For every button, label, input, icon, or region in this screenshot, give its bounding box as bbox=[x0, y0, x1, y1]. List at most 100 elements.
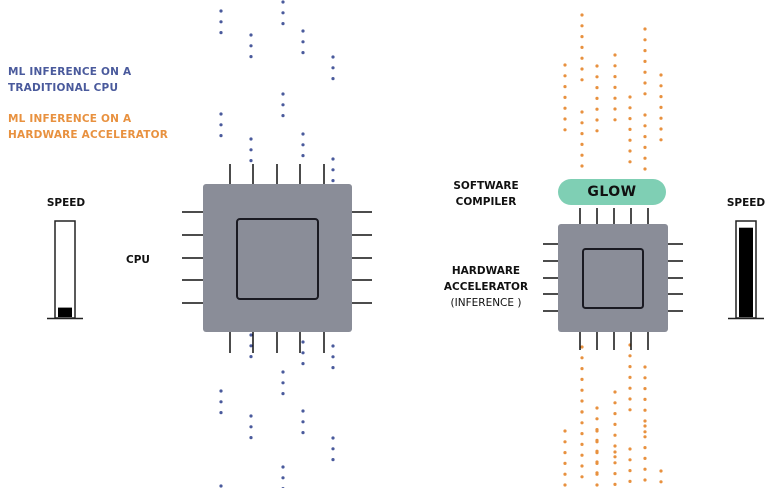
accelerator-data-dot bbox=[628, 127, 632, 131]
accelerator-data-dot bbox=[595, 129, 599, 133]
accelerator-data-dot bbox=[628, 138, 632, 142]
hardware-accelerator-label: HARDWARE ACCELERATOR (INFERENCE ) bbox=[432, 263, 540, 311]
left-speed-label: SPEED bbox=[46, 197, 86, 209]
accelerator-data-dot bbox=[643, 27, 647, 31]
accelerator-data-dot bbox=[563, 128, 567, 132]
accelerator-data-dot bbox=[628, 397, 632, 401]
cpu-data-dot bbox=[219, 112, 223, 116]
cpu-data-dot bbox=[301, 132, 305, 136]
accelerator-data-dot bbox=[643, 435, 647, 439]
accelerator-data-dot bbox=[628, 149, 632, 153]
accelerator-data-dot bbox=[563, 461, 567, 465]
cpu-data-dot bbox=[331, 55, 335, 59]
accelerator-data-dot bbox=[563, 451, 567, 455]
cpu-data-dot bbox=[281, 114, 285, 118]
accelerator-data-dot bbox=[643, 167, 647, 171]
cpu-data-dot bbox=[301, 154, 305, 158]
accelerator-data-dot bbox=[563, 440, 567, 444]
cpu-data-dot bbox=[219, 30, 223, 35]
accelerator-data-dot bbox=[643, 81, 647, 85]
cpu-data-dot bbox=[301, 143, 305, 147]
accelerator-data-dot bbox=[643, 424, 647, 428]
accelerator-data-dot bbox=[643, 408, 647, 412]
accelerator-data-dot bbox=[643, 124, 647, 128]
accelerator-data-dot bbox=[643, 430, 647, 434]
cpu-data-dot bbox=[331, 77, 335, 81]
accelerator-data-dot bbox=[628, 469, 632, 473]
glow-compiler-pill bbox=[558, 179, 666, 205]
cpu-data-dot bbox=[281, 0, 285, 4]
accelerator-data-dot bbox=[628, 447, 632, 451]
accelerator-data-dot bbox=[580, 67, 584, 71]
cpu-data-dot bbox=[249, 425, 253, 429]
accelerator-data-dot bbox=[659, 84, 663, 88]
hardware-accelerator-line3: (INFERENCE ) bbox=[450, 297, 522, 309]
accelerator-data-dot bbox=[563, 106, 567, 110]
cpu-data-dot bbox=[219, 400, 223, 404]
software-compiler-line2: COMPILER bbox=[455, 196, 517, 208]
cpu-data-dot bbox=[219, 389, 223, 393]
cpu-data-dot bbox=[301, 40, 305, 44]
cpu-data-dot bbox=[301, 409, 305, 413]
cpu-data-dot bbox=[249, 159, 253, 163]
accelerator-data-dot bbox=[595, 406, 599, 410]
cpu-data-dot bbox=[301, 29, 305, 33]
accelerator-data-dot bbox=[580, 345, 584, 349]
cpu-data-dot bbox=[249, 355, 253, 359]
accelerator-data-dot bbox=[613, 412, 617, 416]
accelerator-data-dot bbox=[580, 410, 584, 414]
cpu-data-dot bbox=[331, 66, 335, 70]
accelerator-data-dot bbox=[580, 13, 584, 17]
accelerator-data-dot bbox=[628, 408, 632, 412]
cpu-data-dot bbox=[281, 92, 285, 96]
accelerator-chip-die bbox=[582, 248, 644, 309]
accelerator-data-dot bbox=[613, 401, 617, 405]
accelerator-chip bbox=[543, 208, 683, 350]
cpu-data-dot bbox=[331, 168, 335, 172]
cpu-data-dot bbox=[219, 9, 223, 13]
accelerator-data-dot bbox=[659, 469, 663, 473]
accelerator-data-dot bbox=[628, 95, 632, 99]
accelerator-data-dot bbox=[580, 153, 584, 157]
cpu-pins bbox=[182, 164, 372, 353]
accelerator-data-dot bbox=[580, 45, 584, 50]
accelerator-data-dot bbox=[643, 419, 647, 423]
cpu-data-dot bbox=[281, 465, 285, 469]
accelerator-data-dot bbox=[563, 63, 567, 67]
accelerator-data-dot bbox=[613, 444, 617, 448]
hardware-accelerator-line1: HARDWARE bbox=[451, 265, 521, 277]
accelerator-data-dot bbox=[628, 365, 632, 369]
cpu-data-dot bbox=[331, 179, 335, 183]
accelerator-data-dot bbox=[595, 451, 599, 455]
accelerator-data-dot bbox=[628, 386, 632, 390]
accelerator-data-dot bbox=[659, 127, 663, 131]
cpu-data-dot bbox=[331, 458, 335, 462]
accelerator-data-dot bbox=[580, 142, 584, 146]
accelerator-data-dot bbox=[580, 367, 584, 371]
cpu-data-dot bbox=[281, 392, 285, 396]
left-speed-meter-fill bbox=[58, 307, 72, 317]
accelerator-data-dot bbox=[580, 432, 584, 436]
accelerator-data-dot bbox=[580, 453, 584, 457]
cpu-label: CPU bbox=[126, 254, 150, 266]
accelerator-data-dot bbox=[563, 85, 567, 89]
cpu-data-dot bbox=[301, 420, 305, 424]
accelerator-data-dots bbox=[563, 13, 663, 487]
cpu-data-dot bbox=[301, 351, 305, 355]
accelerator-data-dot bbox=[563, 117, 567, 121]
cpu-data-dot bbox=[219, 20, 223, 24]
accelerator-data-dot bbox=[613, 96, 617, 100]
cpu-data-dot bbox=[249, 137, 253, 141]
cpu-data-dot bbox=[249, 148, 253, 152]
cpu-data-dot bbox=[301, 431, 305, 435]
legend-cpu: ML INFERENCE ON A TRADITIONAL CPU bbox=[8, 64, 131, 96]
cpu-data-dot bbox=[249, 333, 253, 337]
accelerator-data-dot bbox=[580, 399, 584, 403]
accelerator-data-dot bbox=[643, 92, 647, 96]
accelerator-data-dot bbox=[595, 440, 599, 444]
accelerator-data-dot bbox=[643, 397, 647, 401]
hardware-accelerator-line2: ACCELERATOR bbox=[443, 281, 529, 293]
accelerator-data-dot bbox=[613, 482, 617, 486]
accelerator-data-dot bbox=[595, 429, 599, 433]
